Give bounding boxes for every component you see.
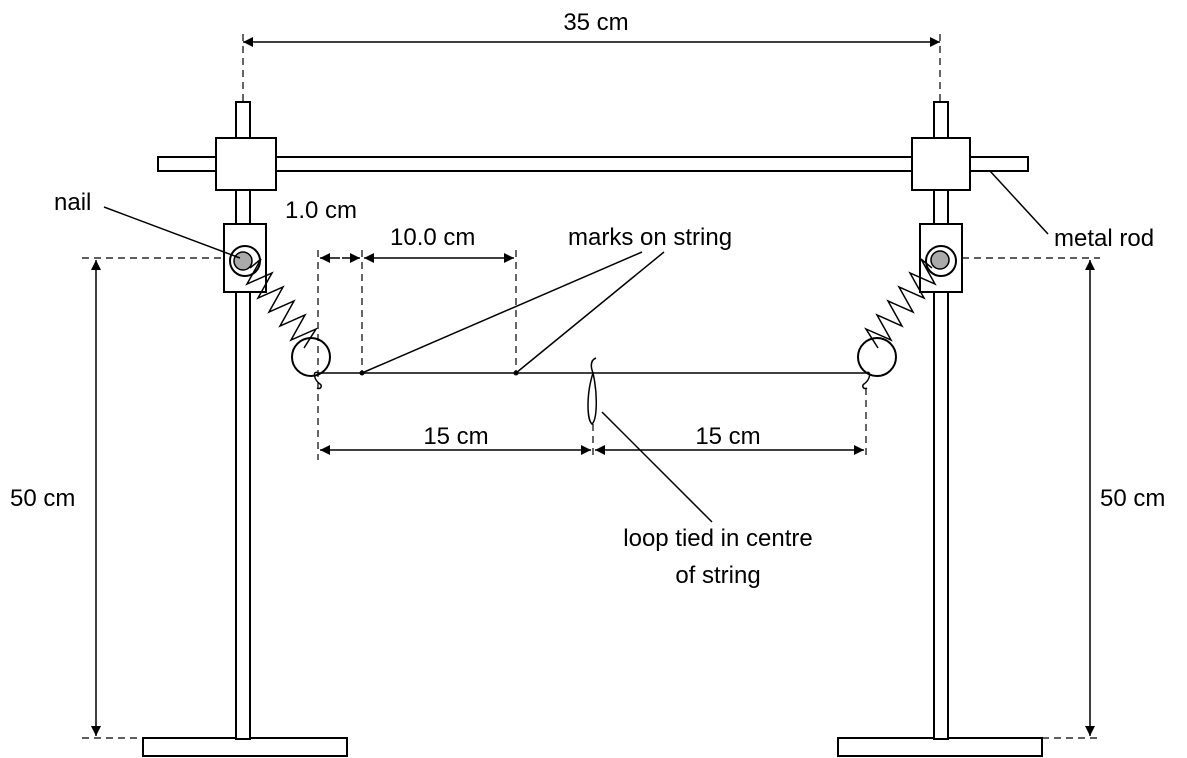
right-nail: [930, 250, 950, 270]
top-width-label: 35 cm: [563, 9, 628, 36]
loop-label-line1: loop tied in centre: [623, 525, 812, 552]
right-boss: [911, 137, 971, 191]
loop-label-line2: of string: [675, 562, 760, 589]
right-spring: [864, 258, 937, 349]
left-half-label: 15 cm: [423, 423, 488, 450]
left-pole: [235, 101, 251, 740]
right-nail-ring: [925, 245, 957, 277]
right-height-label: 50 cm: [1100, 485, 1165, 512]
right-stand: [837, 101, 1043, 757]
right-knot: [862, 371, 871, 390]
marks-on-string-label: marks on string: [568, 224, 732, 251]
left-nail: [233, 251, 253, 271]
nail-leader: [103, 206, 241, 259]
loop-leader: [601, 411, 713, 523]
metal-rod: [157, 156, 1029, 172]
right-half-label: 15 cm: [695, 423, 760, 450]
left-knot: [313, 371, 322, 390]
marks-leader-2: [515, 251, 665, 374]
left-base: [142, 737, 348, 757]
nail-label: nail: [54, 189, 91, 216]
extension-lines: [82, 34, 1100, 739]
right-base: [837, 737, 1043, 757]
right-spring-ring: [857, 337, 897, 377]
centre-loop: [587, 357, 597, 425]
left-spring: [245, 258, 318, 349]
right-pole: [933, 101, 949, 740]
left-boss: [215, 137, 277, 191]
metal-rod-leader: [989, 170, 1049, 235]
mark-offset-label: 1.0 cm: [285, 197, 357, 224]
metal-rod-label: metal rod: [1054, 225, 1154, 252]
left-spring-ring: [291, 337, 331, 377]
marks-leader-1: [361, 251, 643, 374]
mark-spacing-label: 10.0 cm: [390, 224, 475, 251]
left-height-label: 50 cm: [10, 485, 75, 512]
